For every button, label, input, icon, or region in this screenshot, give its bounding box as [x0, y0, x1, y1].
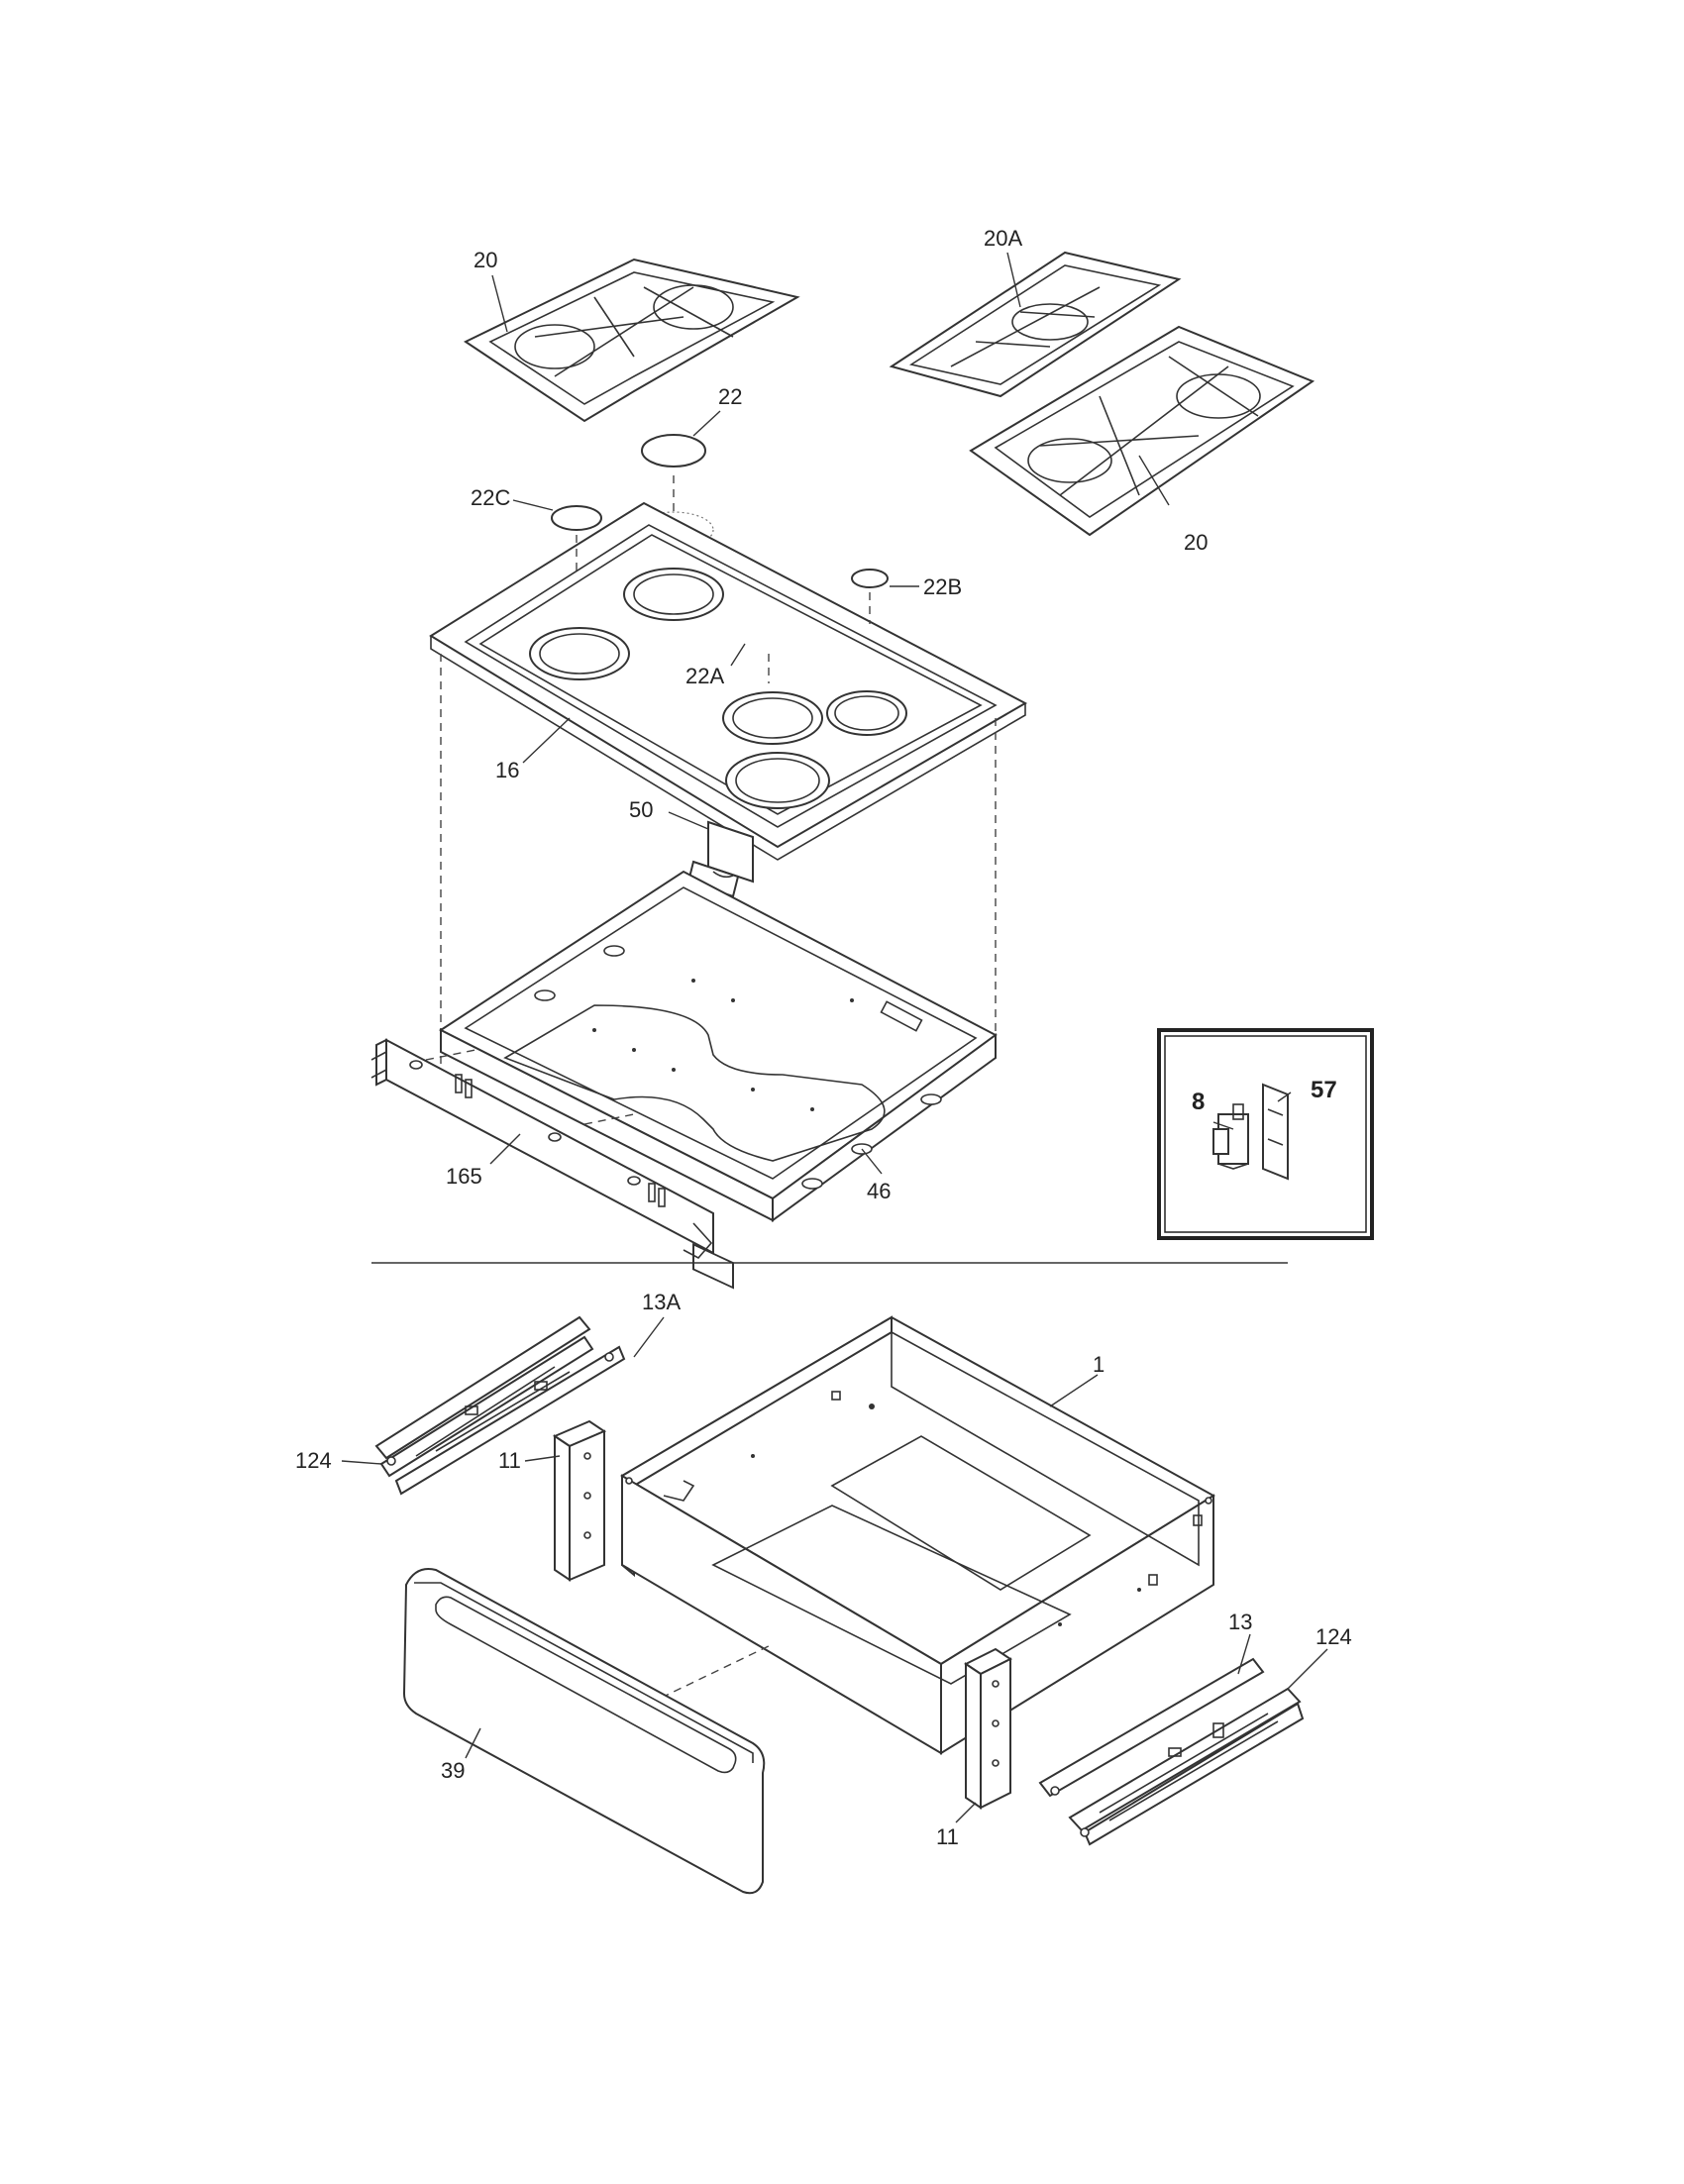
label-slide-left: 13A	[642, 1290, 681, 1314]
label-cooktop: 16	[495, 758, 519, 782]
burner-box	[439, 870, 998, 1290]
support-left	[552, 1419, 607, 1582]
label-grate-left: 20	[474, 248, 497, 272]
grate-center	[889, 251, 1182, 398]
drawer-front	[402, 1568, 766, 1895]
label-cap-right-rear: 22B	[923, 574, 962, 599]
label-slide-left-outer: 124	[295, 1448, 332, 1473]
label-drawer-front: 39	[441, 1758, 465, 1783]
label-slide-right: 13	[1228, 1610, 1252, 1634]
drawer-body	[620, 1315, 1215, 1755]
label-cap-center: 22A	[685, 664, 724, 688]
label-support-left: 11	[498, 1448, 521, 1473]
label-cap-rear: 22	[718, 384, 742, 409]
bracket	[686, 820, 754, 936]
inset-box	[1157, 1028, 1374, 1240]
grate-right	[969, 325, 1316, 537]
label-burner-box: 46	[867, 1179, 891, 1203]
label-cap-left-rear: 22C	[471, 485, 510, 510]
slide-left	[374, 1315, 626, 1496]
label-grate-center: 20A	[984, 226, 1022, 251]
cooktop	[429, 501, 1028, 861]
label-grate-right: 20	[1184, 530, 1208, 555]
label-inset-right: 57	[1311, 1077, 1337, 1103]
leader-lines	[341, 252, 1328, 1823]
label-slide-right-outer: 124	[1316, 1624, 1352, 1649]
grate-left	[463, 258, 800, 423]
label-support-right: 11	[936, 1824, 959, 1849]
support-right	[964, 1647, 1012, 1810]
label-inset-left: 8	[1192, 1089, 1205, 1115]
label-drawer-body: 1	[1093, 1352, 1105, 1377]
slide-right	[1038, 1657, 1305, 1846]
label-bracket: 50	[629, 797, 653, 822]
front-alignment	[648, 1643, 774, 1705]
alignment-lines	[440, 475, 997, 1070]
label-front-rail: 165	[446, 1164, 482, 1189]
front-rail	[370, 1038, 714, 1260]
